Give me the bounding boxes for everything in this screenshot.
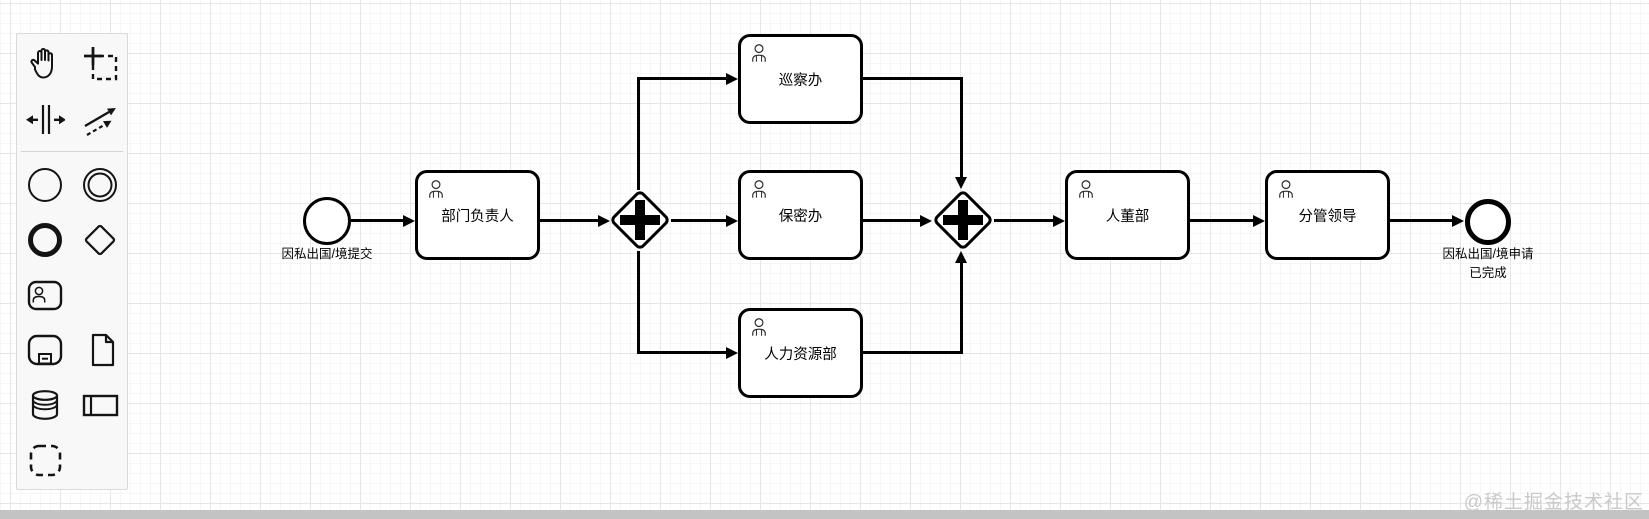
bottom-scroll-bar — [0, 510, 1649, 519]
create-participant-icon — [82, 394, 118, 416]
lasso-tool[interactable] — [72, 36, 127, 91]
hand-tool[interactable] — [17, 36, 72, 91]
end-event-label[interactable]: 因私出国/境申请 已完成 — [1388, 245, 1588, 283]
user-task-icon — [429, 180, 443, 198]
create-start-event-icon — [27, 167, 62, 202]
user-task-icon — [752, 180, 766, 198]
task-leader-in-charge[interactable]: 分管领导 — [1265, 170, 1390, 260]
task-dept-head[interactable]: 部门负责人 — [415, 170, 540, 260]
create-end-event-icon — [27, 222, 62, 257]
user-task-icon — [752, 44, 766, 62]
end-event-label-line1: 因私出国/境申请 — [1442, 247, 1534, 261]
create-subprocess-icon — [27, 334, 62, 365]
global-connect-tool[interactable] — [72, 91, 127, 146]
task-label: 部门负责人 — [441, 208, 514, 225]
task-label: 人董部 — [1105, 208, 1150, 225]
create-subprocess[interactable] — [17, 322, 72, 377]
create-gateway[interactable] — [72, 212, 127, 267]
plus-icon — [958, 200, 968, 240]
end-event[interactable] — [1465, 199, 1511, 245]
bpmn-palette — [16, 33, 128, 490]
plus-icon — [635, 200, 645, 240]
create-data-object-icon — [91, 333, 114, 366]
task-label: 巡察办 — [778, 72, 823, 89]
create-participant[interactable] — [72, 377, 127, 432]
space-tool[interactable] — [17, 91, 72, 146]
task-hr-department[interactable]: 人力资源部 — [738, 308, 863, 398]
user-task-icon — [752, 318, 766, 336]
create-group[interactable] — [17, 432, 72, 487]
parallel-gateway-2[interactable] — [931, 188, 995, 252]
task-rendong-dept[interactable]: 人董部 — [1065, 170, 1190, 260]
create-intermediate-event-icon — [82, 167, 117, 202]
task-label: 保密办 — [778, 208, 823, 225]
start-event-label[interactable]: 因私出国/境提交 — [281, 247, 373, 261]
juejin-watermark: @稀土掘金技术社区 — [1463, 492, 1644, 513]
task-label: 人力资源部 — [764, 346, 837, 363]
create-group-icon — [29, 444, 61, 476]
create-user-task[interactable] — [17, 267, 72, 322]
task-label: 分管领导 — [1298, 208, 1357, 225]
create-data-store-icon — [31, 389, 58, 420]
create-data-store[interactable] — [17, 377, 72, 432]
task-secrecy-office[interactable]: 保密办 — [738, 170, 863, 260]
create-start-event[interactable] — [17, 157, 72, 212]
create-intermediate-event[interactable] — [72, 157, 127, 212]
parallel-gateway-1[interactable] — [608, 188, 672, 252]
lasso-tool-icon — [83, 46, 117, 80]
space-tool-icon — [25, 104, 65, 134]
create-gateway-icon — [84, 224, 115, 255]
palette-separator — [21, 151, 123, 152]
create-user-task-icon — [27, 280, 62, 310]
start-event[interactable] — [303, 197, 351, 245]
create-end-event[interactable] — [17, 212, 72, 267]
user-task-icon — [1079, 180, 1093, 198]
create-data-object[interactable] — [72, 322, 127, 377]
global-connect-icon — [83, 107, 116, 136]
end-event-label-line2: 已完成 — [1469, 265, 1507, 280]
task-inspection-office[interactable]: 巡察办 — [738, 34, 863, 124]
user-task-icon — [1279, 180, 1293, 198]
hand-tool-icon — [30, 47, 53, 78]
